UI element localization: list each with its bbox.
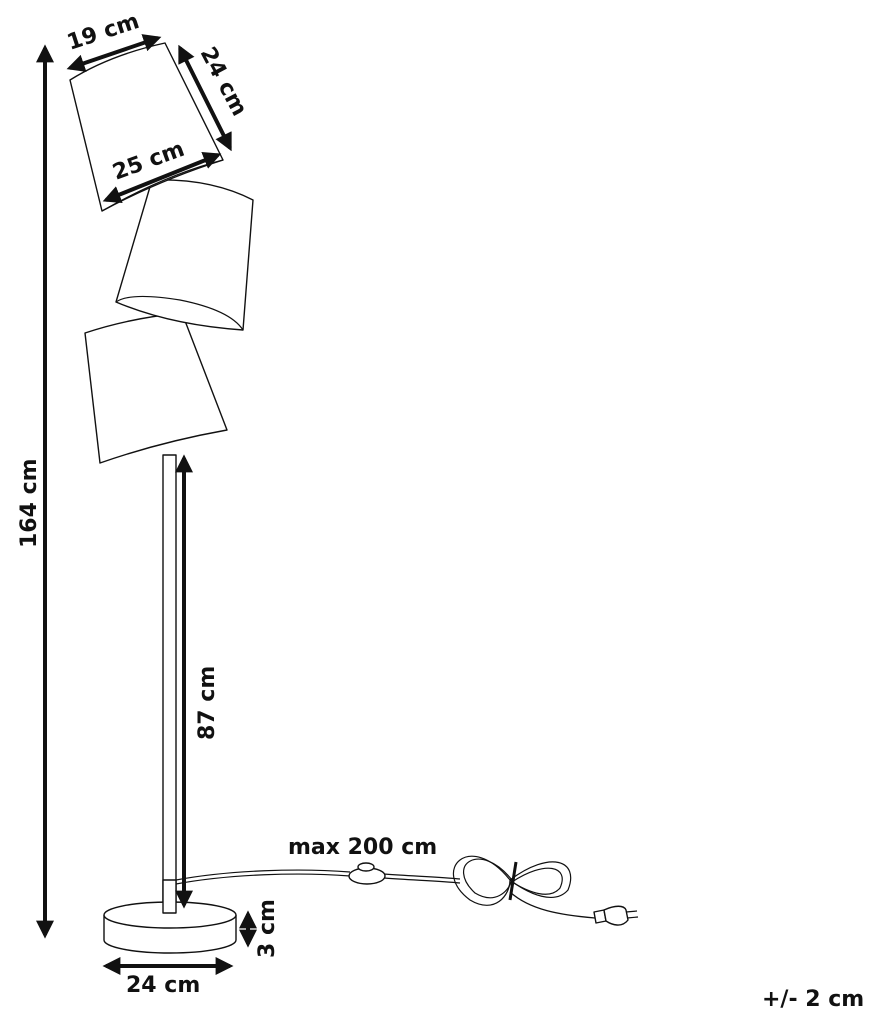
shade-height-label: 24 cm — [195, 43, 252, 120]
plug-icon — [593, 905, 639, 926]
tolerance-label: +/- 2 cm — [762, 987, 864, 1012]
lamp-shade-middle — [115, 179, 254, 331]
lamp-shade-bottom — [84, 312, 228, 464]
shade-height-arrow — [178, 44, 232, 152]
shade-top-width-arrow — [66, 34, 162, 72]
pole-height-label: 87 cm — [195, 666, 220, 740]
base-diameter-label: 24 cm — [126, 973, 200, 998]
total-height-label: 164 cm — [17, 458, 42, 548]
base-height-label: 3 cm — [255, 899, 280, 958]
shade-bottom-width-arrow — [102, 152, 222, 203]
cable-length-label: max 200 cm — [288, 835, 437, 860]
lamp-base — [103, 879, 237, 954]
lamp-pole — [162, 454, 177, 914]
cable-coil — [452, 855, 596, 919]
power-cord — [175, 855, 639, 926]
